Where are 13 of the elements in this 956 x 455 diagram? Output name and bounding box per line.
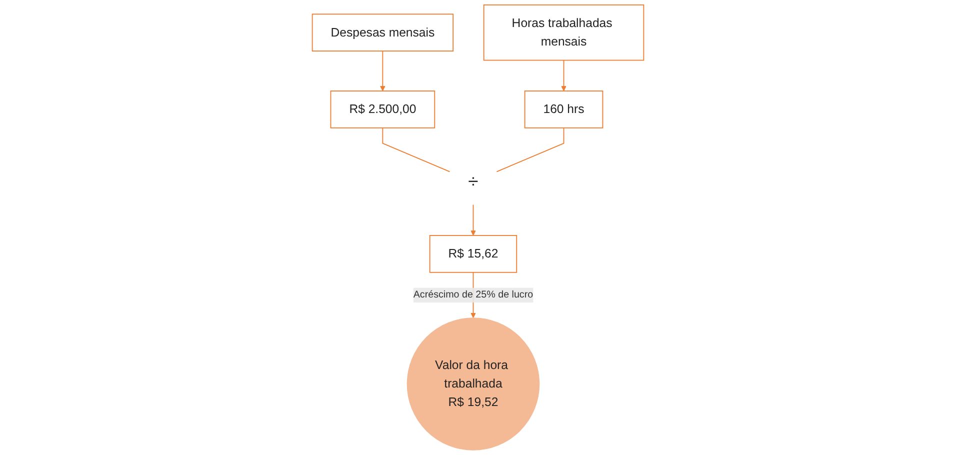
node-box: Despesas mensais	[312, 14, 454, 52]
node-box: 160 hrs	[524, 90, 604, 128]
connector	[382, 127, 450, 172]
connector	[496, 127, 564, 172]
node-box: R$ 15,62	[429, 235, 518, 273]
arrow	[561, 60, 566, 92]
node-circle: Valor da hora trabalhada R$ 19,52	[406, 318, 540, 450]
node-box: Horas trabalhadas mensais	[483, 4, 644, 61]
node-text: ÷	[468, 172, 478, 192]
edge-label: Acréscimo de 25% de lucro	[413, 290, 534, 300]
node-box: R$ 2.500,00	[330, 90, 436, 128]
arrow	[470, 204, 476, 236]
arrow	[380, 50, 386, 92]
